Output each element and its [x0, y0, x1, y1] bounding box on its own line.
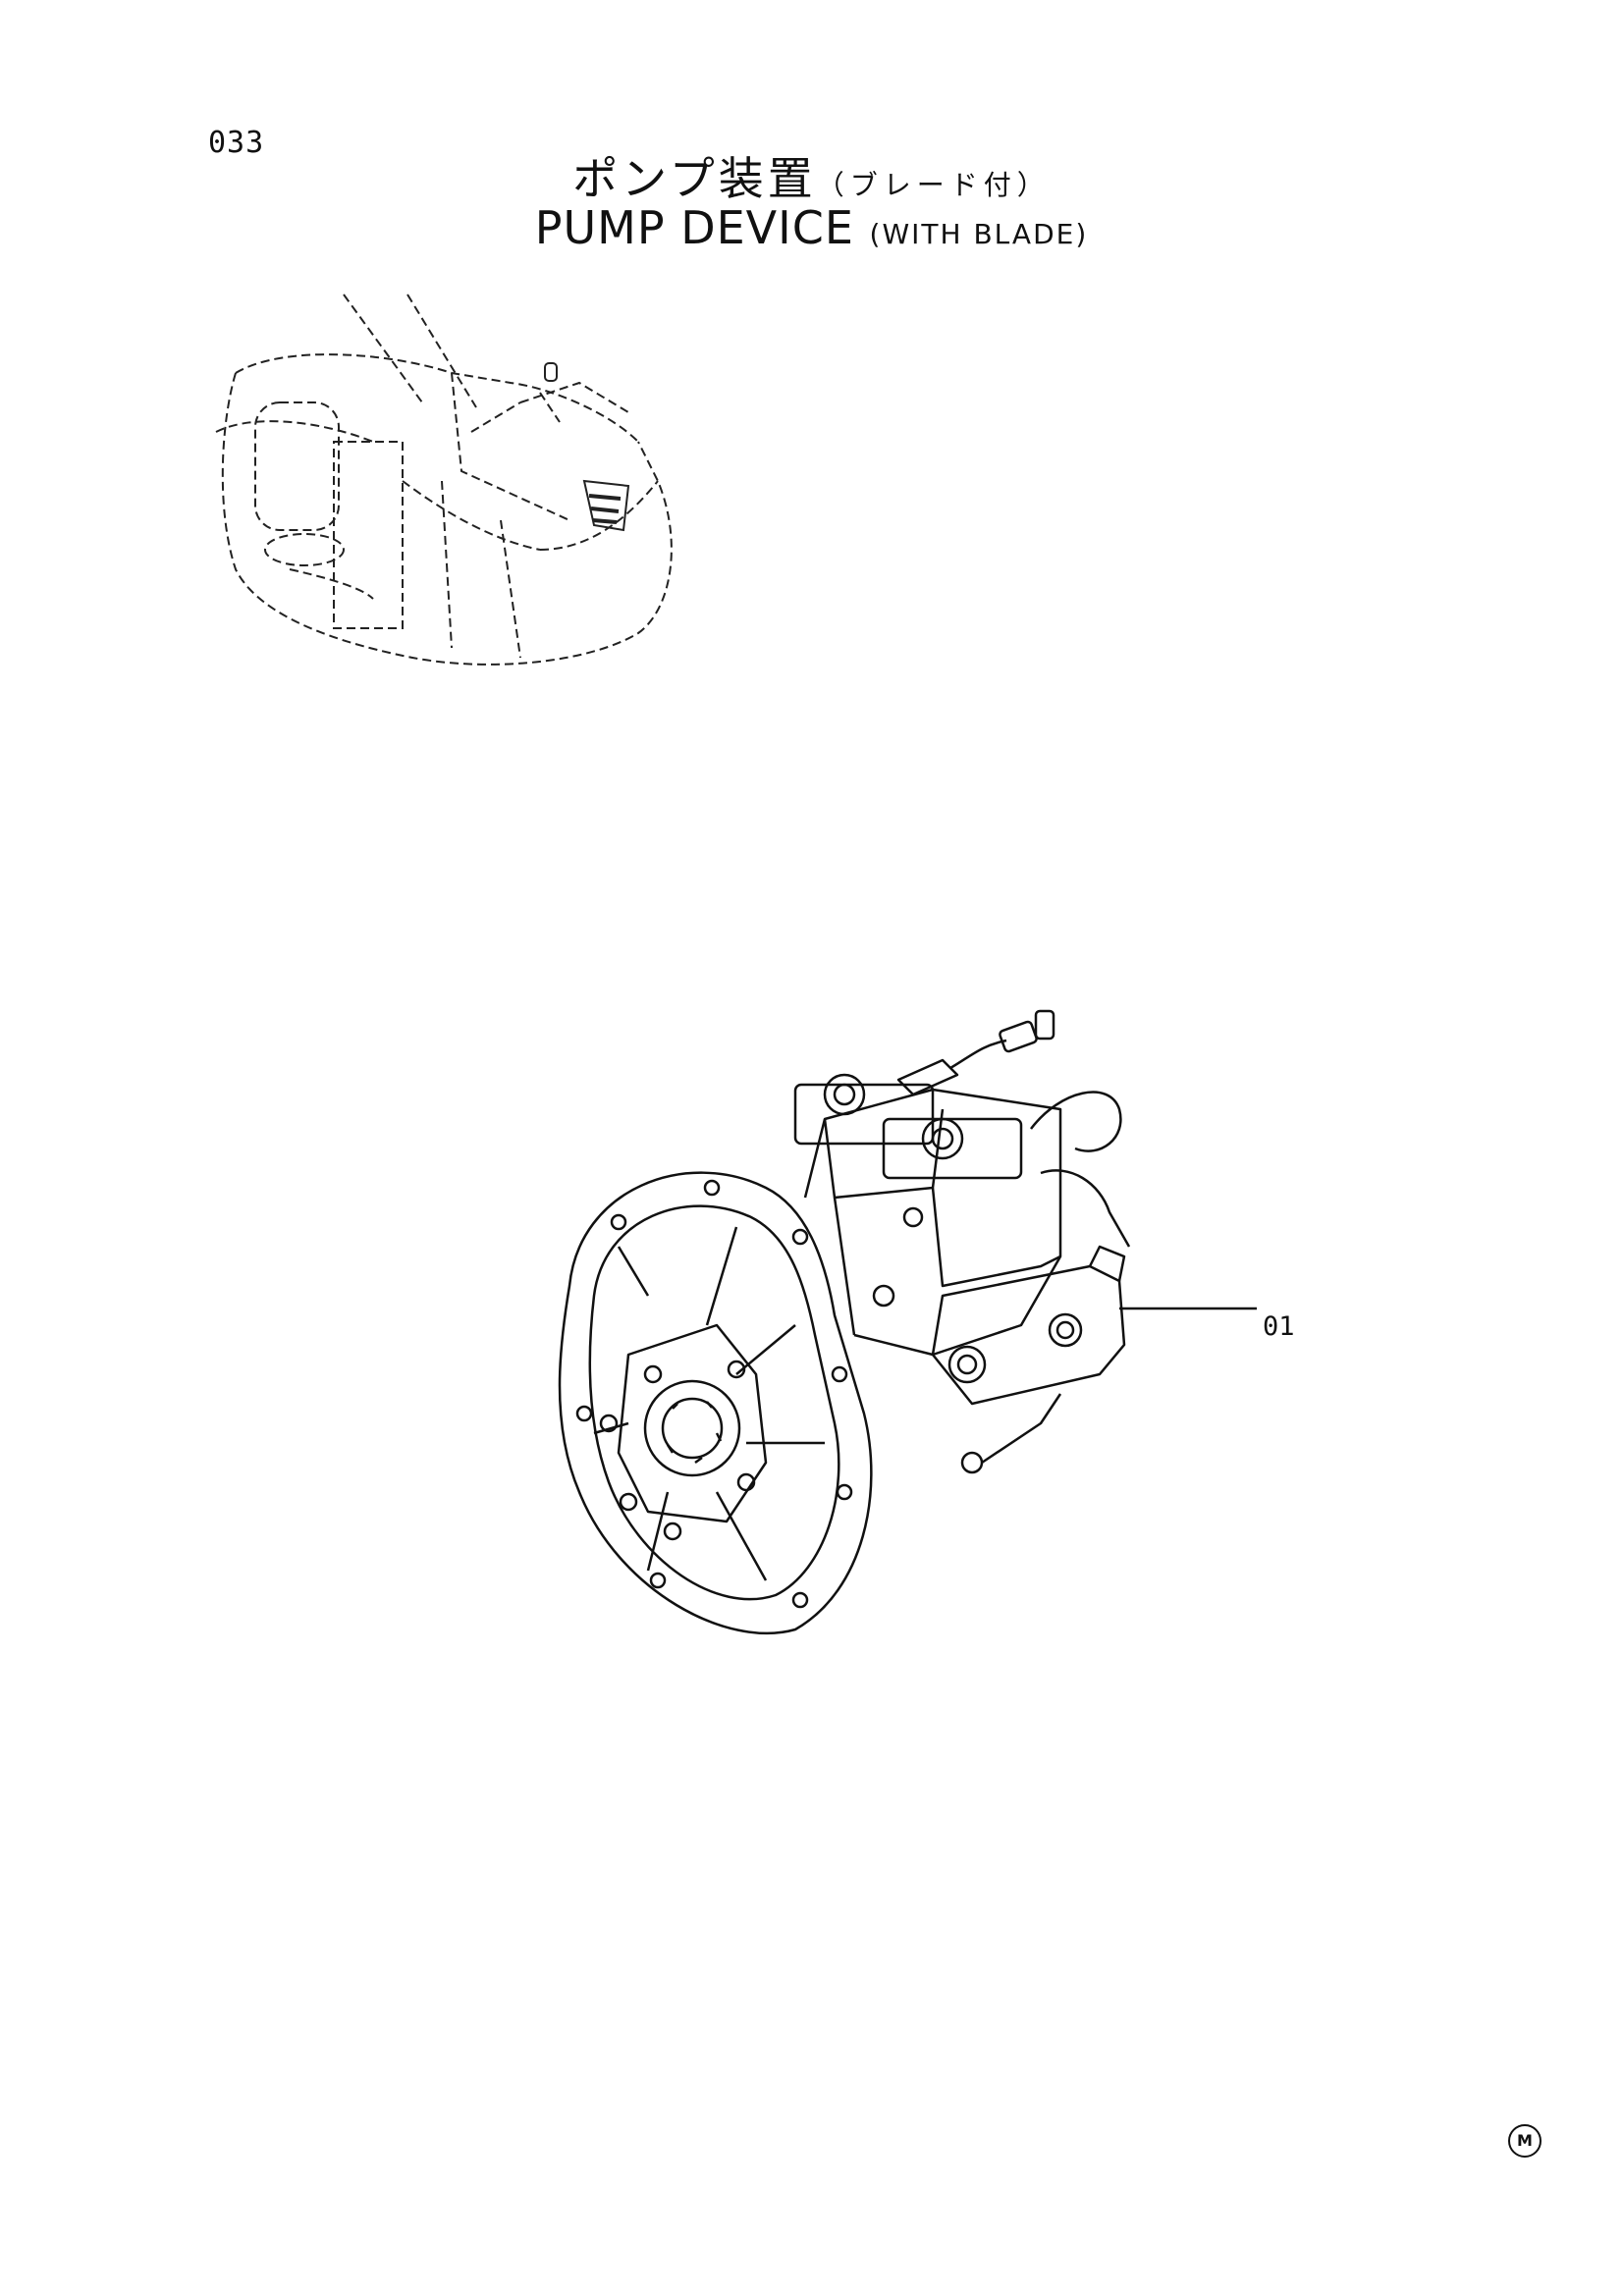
title-en-sub: (WITH BLADE)	[869, 218, 1089, 250]
title-japanese: ポンプ装置（ブレード付）	[0, 143, 1623, 208]
flange-plate	[558, 1171, 873, 1635]
regulator-block	[793, 1083, 935, 1146]
pump-assembly-drawing	[558, 1009, 1257, 1635]
callout-label-01: 01	[1263, 1311, 1295, 1342]
excavator-location-sketch	[215, 294, 673, 666]
title-jp-sub: （ブレード付）	[816, 169, 1051, 201]
maker-mark: M	[1508, 2124, 1542, 2158]
title-english: PUMP DEVICE (WITH BLADE)	[0, 201, 1623, 254]
electrical-connector	[999, 1020, 1038, 1053]
pipe-loop	[1030, 1091, 1122, 1152]
gear-pump	[931, 1264, 1126, 1406]
wire-harness	[949, 1039, 1007, 1070]
title-jp-main: ポンプ装置	[572, 152, 817, 205]
coupling	[617, 1323, 768, 1523]
title-en-main: PUMP DEVICE	[534, 201, 854, 254]
pump-location-marker	[582, 479, 630, 532]
page-number: 033	[208, 126, 265, 160]
